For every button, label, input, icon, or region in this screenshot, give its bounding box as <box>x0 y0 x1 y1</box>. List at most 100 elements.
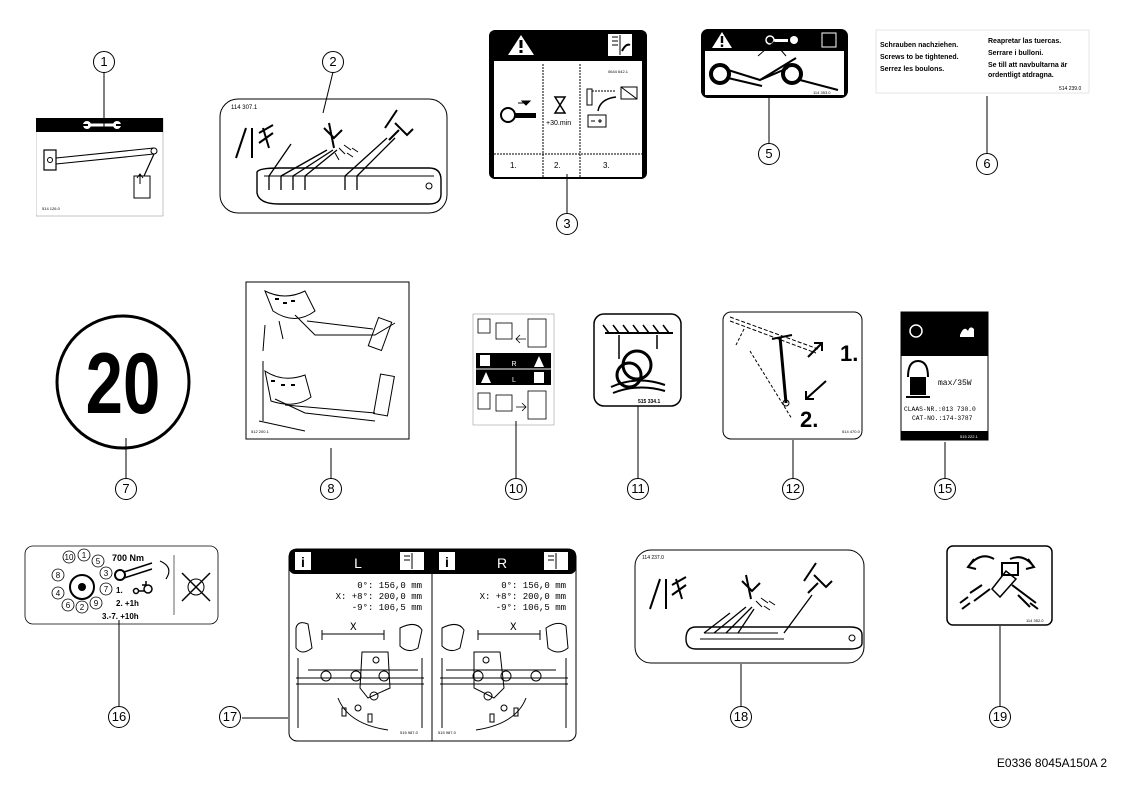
svg-text:7: 7 <box>104 585 109 594</box>
wheel-bolt-10: 10 <box>62 550 76 564</box>
label-1-code: 514 126.0 <box>42 206 61 211</box>
torque-wrench-icon <box>114 560 170 581</box>
warning-triangle-icon <box>481 372 491 383</box>
label-16-step-3: 3.-7. +10h <box>102 612 139 621</box>
label-2-rotor-tines: 114 307.1 <box>219 98 448 214</box>
label-17-r-line3: -9°: 106,5 mm <box>496 603 566 613</box>
label-17-l-x: X <box>350 622 357 634</box>
label-12-code: 514 470.0 <box>842 429 861 434</box>
label-17-r-line1: 0°: 156,0 mm <box>501 581 566 591</box>
label-5-code: 114 353.0 <box>813 90 831 95</box>
label-8-raise-rotor: 512 200.1 <box>245 281 410 440</box>
callout-12: 12 <box>782 478 804 500</box>
warning-triangle-icon <box>508 35 534 55</box>
wheel-bolt-9: 9 <box>89 596 103 610</box>
manual-icon <box>400 552 424 570</box>
label-10-rotor-rotation: R L <box>472 313 555 426</box>
label-18-code: 114 237.0 <box>642 555 664 561</box>
bulb-icon <box>906 359 930 398</box>
manual-icon <box>480 355 490 366</box>
fuse-icon <box>909 324 923 338</box>
label-19-folding: 114 352.0 <box>946 545 1053 626</box>
label-15-power: max/35W <box>938 379 972 388</box>
warning-triangle-icon <box>712 32 732 48</box>
label-17-l-line3: -9°: 106,5 mm <box>352 603 422 613</box>
label-17-side-l: L <box>354 555 362 571</box>
label-6-left-0: Schrauben nachziehen. <box>880 42 958 49</box>
label-11-hitch: 515 334.1 <box>593 313 682 407</box>
label-16-step-2: 2. +1h <box>116 599 139 608</box>
manual-icon <box>821 32 837 48</box>
wheel-bolt-4: 4 <box>51 586 65 600</box>
label-10-letter-l: L <box>512 377 516 384</box>
svg-text:i: i <box>301 554 305 570</box>
label-6-left-1: Screws to be tightened. <box>880 54 959 61</box>
callout-1: 1 <box>93 51 115 73</box>
wheel-bolt-1: 1 <box>77 548 91 562</box>
key-icon <box>500 100 536 123</box>
callout-15: 15 <box>934 478 956 500</box>
svg-text:9: 9 <box>94 599 99 608</box>
svg-text:6: 6 <box>66 601 71 610</box>
callout-7: 7 <box>115 478 137 500</box>
callout-18: 18 <box>730 706 752 728</box>
svg-text:8: 8 <box>56 571 61 580</box>
label-15-lamp-bulb: max/35W CLAAS-NR.:013 730.0 CAT-NO.:174-… <box>900 311 989 441</box>
label-12-step-1: 1. <box>840 341 858 366</box>
label-3-code: 0644 642.1 <box>608 69 629 74</box>
callout-17: 17 <box>219 706 241 728</box>
right-mechanism-drawing <box>440 622 569 731</box>
wrench-icon <box>83 121 121 129</box>
left-mechanism-drawing <box>295 622 424 731</box>
manual-icon <box>544 552 568 570</box>
label-6-right-2: Se till att navbultarna är <box>988 62 1068 69</box>
label-3-time: +30.min <box>546 120 571 127</box>
label-3-warning-wait: 0644 642.1 +30.min 1. 2. 3. <box>489 30 647 179</box>
label-12-prop-rod: 1. 2. 514 470.0 <box>722 311 863 440</box>
no-wheel-icon <box>181 572 211 602</box>
svg-text:10: 10 <box>65 553 74 562</box>
label-6-screws-text: Schrauben nachziehen. Screws to be tight… <box>875 29 1090 94</box>
label-6-code: 514 239.0 <box>1059 86 1081 92</box>
label-7-speed-sign: 20 <box>55 314 191 450</box>
label-15-claas-nr: CLAAS-NR.:013 730.0 <box>904 406 976 413</box>
label-15-cat-no: CAT-NO.:174-3787 <box>912 415 973 422</box>
label-11-code: 515 334.1 <box>638 399 660 405</box>
label-6-right-1: Serrare i bulloni. <box>988 50 1043 57</box>
label-6-left-2: Serrez les boulons. <box>880 66 944 73</box>
label-1-wrench: 514 126.0 <box>36 118 164 217</box>
label-6-right-3: ordentligt atdragna. <box>988 72 1054 79</box>
label-16-step-1: 1. <box>116 586 123 595</box>
label-3-step-1: 1. <box>510 161 517 170</box>
label-19-code: 114 352.0 <box>1026 618 1044 623</box>
callout-11: 11 <box>627 478 649 500</box>
label-16-torque: 700 Nm <box>112 553 144 563</box>
callout-5: 5 <box>758 143 780 165</box>
svg-text:i: i <box>445 554 449 570</box>
callout-6: 6 <box>976 153 998 175</box>
label-6-right-0: Reapretar las tuercas. <box>988 38 1061 45</box>
label-3-step-3: 3. <box>603 161 610 170</box>
figure-reference: E0336 8045A150A 2 <box>996 756 1107 770</box>
manual-icon <box>608 34 632 56</box>
wheel-bolt-8: 8 <box>51 568 65 582</box>
battery-disconnect-icon <box>586 86 638 128</box>
svg-text:1: 1 <box>82 551 87 560</box>
callout-3: 3 <box>556 213 578 235</box>
tractor-icon <box>132 581 153 595</box>
svg-text:4: 4 <box>56 589 61 598</box>
callout-10: 10 <box>505 478 527 500</box>
label-12-step-2: 2. <box>800 407 818 432</box>
manual-icon <box>534 372 544 383</box>
label-3-step-2: 2. <box>554 161 561 170</box>
svg-text:2: 2 <box>80 603 85 612</box>
warning-triangle-icon <box>534 356 544 367</box>
label-15-code: 515 222.1 <box>960 434 979 439</box>
spray-lines <box>334 144 359 161</box>
callout-19: 19 <box>989 706 1011 728</box>
label-17-adjustment: i i L R 0°: 156,0 mm X: +8°: 200,0 mm -9… <box>288 548 577 742</box>
callout-2: 2 <box>322 51 344 73</box>
label-17-l-code: 515 987.0 <box>400 730 419 735</box>
